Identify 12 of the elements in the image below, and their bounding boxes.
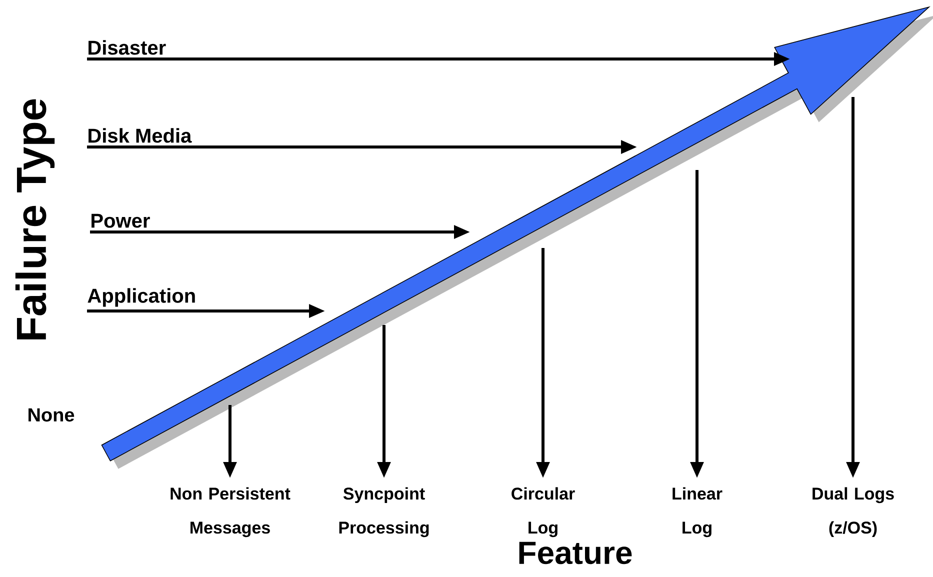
feature-label: Circular Log — [512, 487, 575, 538]
axis-title: Feature — [519, 542, 632, 564]
feature-label: Dual Logs (z/OS) — [812, 487, 894, 538]
feature-label: Non Persistent Messages — [170, 487, 290, 538]
row-label: Application — [88, 288, 195, 307]
row-label: Power — [92, 214, 150, 228]
row-label: Disk Media — [88, 128, 192, 143]
level-label: None — [28, 408, 74, 422]
row-label: Disaster — [88, 40, 166, 55]
axis-title: Failure Type — [15, 99, 55, 340]
feature-label: Linear Log — [672, 487, 722, 538]
feature-label: Syncpoint Processing — [339, 487, 429, 538]
